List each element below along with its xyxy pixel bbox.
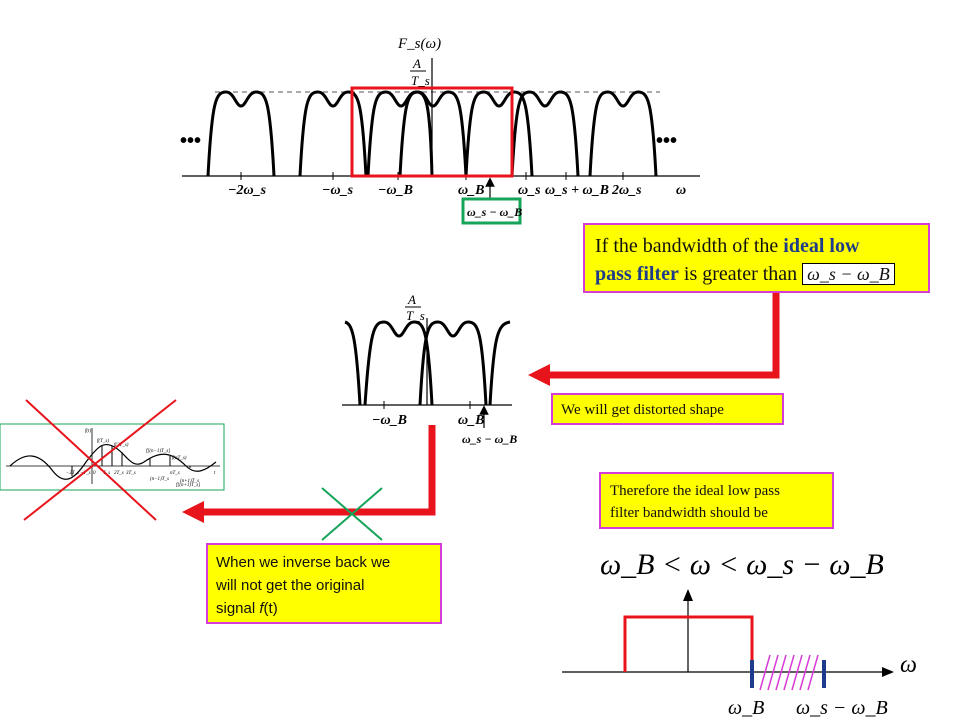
bandwidth-line2-highlight: pass filter bbox=[595, 263, 679, 285]
tick-label: −ω_B bbox=[378, 183, 413, 198]
tick-label: −2ω_s bbox=[228, 183, 267, 198]
inverse-line3-pre: signal bbox=[216, 600, 260, 617]
bandwidth-line1-text: If the bandwidth of the bbox=[595, 235, 784, 257]
mid-tick-label: −ω_B bbox=[372, 413, 407, 428]
spectrum-lobe bbox=[588, 90, 658, 177]
thumb-label: f(T_s) bbox=[97, 439, 109, 444]
arrow-label: ω_s − ω_B bbox=[467, 205, 522, 219]
therefore-line2: filter bandwidth should be bbox=[610, 505, 768, 521]
spectrum-ylabel: F_s(ω) bbox=[397, 36, 441, 52]
filter-right-label: ω_s − ω_B bbox=[796, 697, 888, 719]
thumb-label: f[(n−1)T_s] bbox=[146, 449, 170, 454]
thumb-label: f[(n+1)T_s] bbox=[176, 483, 200, 488]
bandwidth-callout: If the bandwidth of the ideal low pass f… bbox=[583, 223, 930, 293]
thumb-label: −T_s bbox=[80, 471, 91, 476]
thumb-label: (n−1)T_s bbox=[150, 477, 169, 482]
inverse-line3-post: (t) bbox=[263, 600, 278, 617]
red-highlight-box bbox=[350, 86, 514, 178]
inverse-line3-f: f bbox=[259, 600, 264, 617]
narrow-spectrum-plot: A T_s −ω_B ω_B ω_s − ω_B bbox=[342, 292, 517, 446]
amp-label-top: A bbox=[412, 56, 421, 71]
ellipsis-right: ••• bbox=[656, 130, 677, 152]
mid-amp-top: A bbox=[407, 292, 416, 307]
red-arrowhead bbox=[182, 501, 204, 523]
thumb-label: f(t) bbox=[85, 429, 91, 434]
red-arrow-to-middle bbox=[545, 290, 780, 379]
green-highlight-box bbox=[461, 197, 522, 225]
top-spectrum-plot: F_s(ω) A T_s ••• ••• −2ω_s −ω_s −ω_B ω_B… bbox=[180, 36, 700, 225]
red-arrowhead bbox=[528, 364, 550, 386]
inverse-line1: When we inverse back we bbox=[216, 554, 391, 571]
ideal-filter-plot: ω ω_B ω_s − ω_B bbox=[562, 589, 917, 719]
filter-passband bbox=[623, 615, 754, 672]
bandwidth-line1-highlight: ideal low bbox=[783, 235, 860, 257]
spectrum-lobe bbox=[206, 90, 276, 177]
spectrum-lobe bbox=[510, 90, 580, 177]
inverse-callout: When we inverse back we will not get the… bbox=[206, 543, 442, 624]
thumb-label: f(nT_s) bbox=[172, 456, 187, 461]
inequality-expression: ω_B < ω < ω_s − ω_B bbox=[600, 548, 884, 581]
distorted-callout: We will get distorted shape bbox=[551, 393, 784, 425]
tick-label: 2ω_s bbox=[611, 183, 642, 198]
thumb-label: t bbox=[214, 471, 216, 476]
therefore-line1: Therefore the ideal low pass bbox=[610, 483, 780, 499]
bandwidth-math: ω_s − ω_B bbox=[802, 263, 895, 285]
thumb-label: 0 bbox=[93, 471, 96, 476]
ellipsis-left: ••• bbox=[180, 130, 201, 152]
hatch-region bbox=[759, 654, 819, 691]
thumb-label: nT_s bbox=[170, 471, 180, 476]
spectrum-lobe bbox=[464, 90, 534, 177]
green-x-mark bbox=[321, 487, 383, 541]
thumb-label: (n+1)T_s bbox=[180, 479, 199, 484]
distorted-text: We will get distorted shape bbox=[561, 402, 724, 418]
amp-label-bottom: T_s bbox=[411, 73, 430, 88]
thumb-label: f(2T_s) bbox=[114, 443, 129, 448]
tick-label: ω_B bbox=[458, 183, 484, 198]
red-x-mark bbox=[23, 399, 177, 521]
tick-label: ω_s + ω_B bbox=[545, 183, 609, 198]
spectrum-lobe bbox=[298, 90, 368, 177]
filter-left-label: ω_B bbox=[728, 697, 764, 719]
narrow-lobe bbox=[418, 320, 488, 406]
narrow-lobe bbox=[344, 320, 362, 406]
inequality-text: ω_B < ω < ω_s − ω_B bbox=[600, 548, 884, 581]
narrow-lobe bbox=[488, 320, 511, 406]
narrow-lobe bbox=[363, 320, 434, 406]
tick-label: ω_s bbox=[518, 183, 541, 198]
sampled-signal-thumbnail: f(t) f(T_s) f(2T_s) f[(n−1)T_s] f(nT_s) … bbox=[0, 399, 225, 521]
bandwidth-line2-text: is greater than bbox=[678, 263, 803, 285]
flow-arrows bbox=[182, 290, 780, 523]
tick-label: −ω_s bbox=[322, 183, 354, 198]
thumb-label: 2T_s bbox=[114, 471, 124, 476]
thumb-label: −2T_s bbox=[66, 471, 79, 476]
thumb-label: 3T_s bbox=[126, 471, 136, 476]
red-arrow-to-left bbox=[200, 425, 436, 516]
mid-arrow-label: ω_s − ω_B bbox=[462, 432, 517, 446]
mid-amp-bottom: T_s bbox=[406, 308, 425, 323]
therefore-callout: Therefore the ideal low pass filter band… bbox=[599, 472, 834, 529]
inverse-line2: will not get the original bbox=[216, 577, 365, 594]
filter-axis-label: ω bbox=[900, 652, 917, 678]
mid-tick-label: ω_B bbox=[458, 413, 484, 428]
tick-label: ω bbox=[676, 183, 686, 198]
spectrum-lobe bbox=[398, 90, 468, 177]
